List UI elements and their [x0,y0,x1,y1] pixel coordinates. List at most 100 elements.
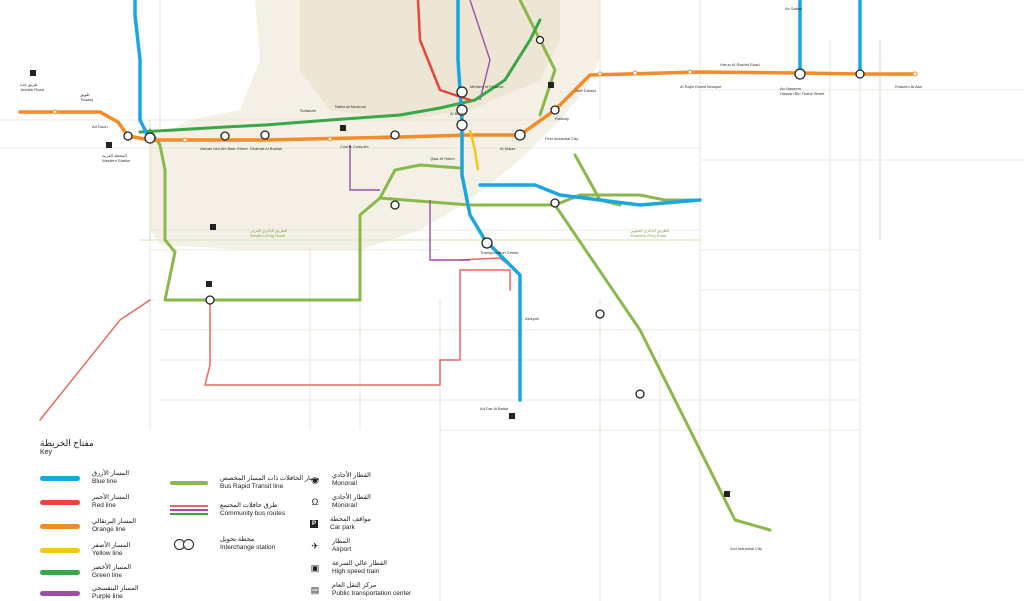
label-western-station-ar: المحطة الغربية [102,153,127,158]
label-ministry-of-finance: Ministry of Finance [470,84,504,89]
blue-line [133,0,862,402]
label-transport-center: Transportation Center [480,250,519,255]
legend-red-en: Red line [92,502,116,509]
label-azizyah: Azizyah [525,316,539,321]
legend-monorail-ar: القطار الأحادي [332,472,371,479]
legend-yellow-en: Yellow line [92,550,123,557]
label-as-salam: As Salam [785,6,803,11]
ring-road-labels: الطريق الدائري الغربي Western Ring Road … [250,228,669,238]
legend-green-ar: المسار الأخضر [92,564,132,571]
label-railway: Railway [555,116,569,121]
label-western-ring-ar: الطريق الدائري الغربي [250,228,287,233]
train-icon: ▣ [310,563,320,573]
label-tuwaiq: Tuwaiq [80,97,93,102]
legend-blue-swatch [40,475,80,481]
legend-red-swatch [40,499,80,505]
legend-yellow-ar: المسار الأصفر [92,542,131,549]
label-ad-douh: Ad Douh [92,124,108,129]
label-first-industrial-city: First Industrial City [545,136,578,141]
legend-monorail-station-en: Monorail [332,502,357,509]
label-southern-ring: Southern Ring Road [630,233,666,238]
label-tuwaiq-ar: طويق [80,92,90,97]
interchange-icon [170,538,208,550]
legend-blue-ar: المسار الأزرق [92,470,130,477]
bus-icon: ▤ [310,585,320,595]
legend-monorail-en: Monorail [332,480,357,487]
community-routes [39,257,516,421]
legend-car-park-en: Car park [330,524,355,531]
label-sultanah: Sultanah [300,108,316,113]
label-national-museum: National Museum [335,104,367,109]
legend-monorail-station-ar: القطار الأحادي [332,494,371,501]
car-park-icon: P [310,520,318,528]
legend-blue-en: Blue line [92,478,117,485]
label-harun: Harun Al Rashid Road [720,62,760,67]
purple-routes [349,0,491,261]
legend-orange-en: Orange line [92,526,126,533]
label-western-ring: Western Ring Road [250,233,285,238]
label-jeddah-road-ar: طريق جدة [20,82,38,87]
monorail-station-icon: Ω [311,497,319,507]
label-an-naseem: An Naseem [780,86,802,91]
legend-community-en: Community bus routes [220,510,286,517]
legend-tc-ar: مركز النقل العام [332,582,377,589]
legend-purple-en: Purple line [92,593,123,600]
orange-stations [52,69,918,143]
legend-purple-ar: المسار البنفسجي [92,585,139,592]
label-western-station: Western Station [102,158,130,163]
station-labels: طريق جدة Jeddah Road طويق Tuwaiq المحطة … [20,6,922,551]
legend-tc-en: Public transportation center [332,590,412,597]
red-line [416,0,472,102]
label-2nd-industrial: 2nd Industrial City [730,546,762,551]
label-courts-complex: Courts Complex [340,144,369,149]
urban-area [150,0,600,250]
label-dar-al-baida: Ad Dar Al Baida [480,406,509,411]
legend-airport-en: Airport [332,546,352,553]
legend-green-en: Green line [92,572,122,579]
label-al-batha: Al Batha [450,111,466,116]
label-dhahrat: Dhahrat Al Badiah [250,146,282,151]
label-khashm: Khashm Al Aan [895,84,922,89]
label-jeddah-road: Jeddah Road [20,87,44,92]
car-park-markers [30,70,730,497]
label-hassan: Hassan Bin Thabit Street [780,91,825,96]
legend-brt-ar: مسار الحافلات ذات المسار المخصص [220,475,320,482]
label-jarir-district: Jarir District [575,88,597,93]
legend-title-en: Key [40,449,53,456]
label-al-malaz: Al Malaz [500,146,515,151]
legend-community-swatch [170,505,208,515]
label-aishah: Aishah bint Abi Bakr Street [200,146,248,151]
legend-purple-swatch [40,590,80,596]
label-rajhi-mosque: Al Rajhi Grand Mosque [680,84,722,89]
label-southern-ring-ar: الطريق الدائري الجنوبي [630,228,669,233]
legend-interchange-en: Interchange station [220,544,276,551]
legend-red-ar: المسار الأحمر [92,494,130,501]
legend-car-park-ar: مواقف المحطة [330,516,371,523]
legend-yellow-swatch [40,547,80,553]
legend-orange-ar: المسار البرتقالي [92,518,137,525]
legend-orange-swatch [40,523,80,529]
legend-train-en: High speed train [332,568,380,575]
legend-green-swatch [40,569,80,575]
legend-airport-ar: المطار [332,538,350,545]
legend-train-ar: القطار عالي السرعة [332,560,387,567]
label-qasr-al-hokm: Qasr Al Hokm [430,156,455,161]
